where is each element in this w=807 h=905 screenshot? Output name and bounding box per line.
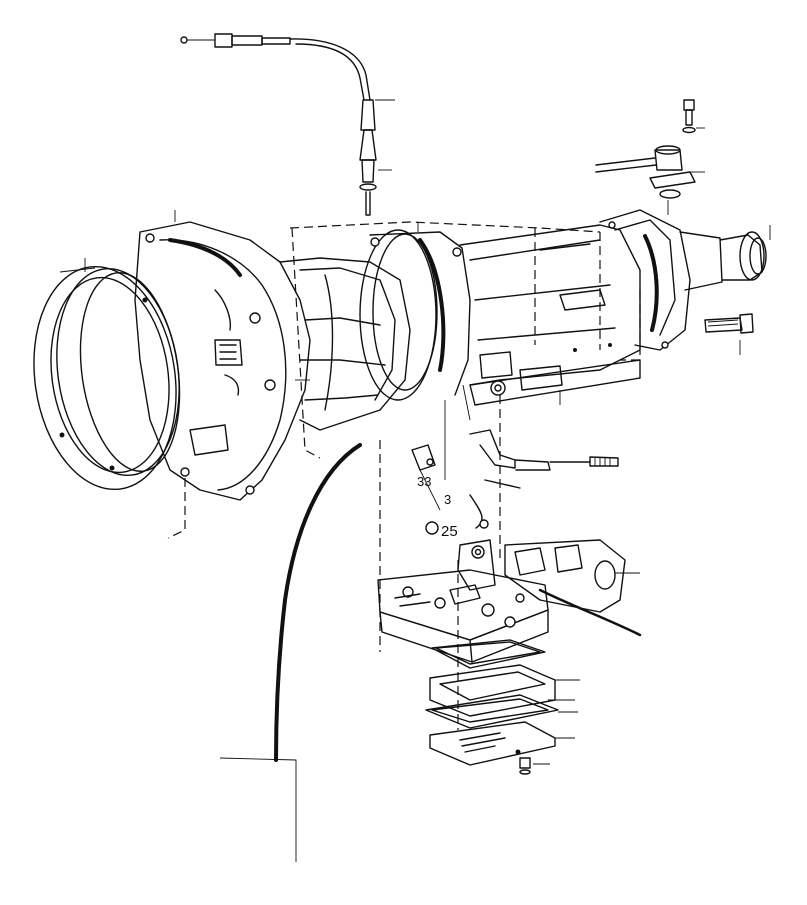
- leader-lines: [84, 222, 561, 421]
- valve-body: [377, 539, 642, 663]
- callout-partial-3: 3: [444, 492, 452, 507]
- oil-pan-stack: [425, 560, 580, 775]
- callout-partial-33: 33: [417, 474, 432, 489]
- filler-tube: [219, 379, 362, 862]
- callout-25: 25: [441, 523, 458, 540]
- modulator-stack: [595, 99, 705, 215]
- bell-housing: [134, 210, 311, 539]
- kickdown-cable: [180, 33, 395, 216]
- extension-housing: [599, 209, 771, 361]
- selector-linkage: [379, 395, 619, 652]
- transmission-case: [279, 221, 641, 459]
- converter-housing-ring: [33, 265, 181, 491]
